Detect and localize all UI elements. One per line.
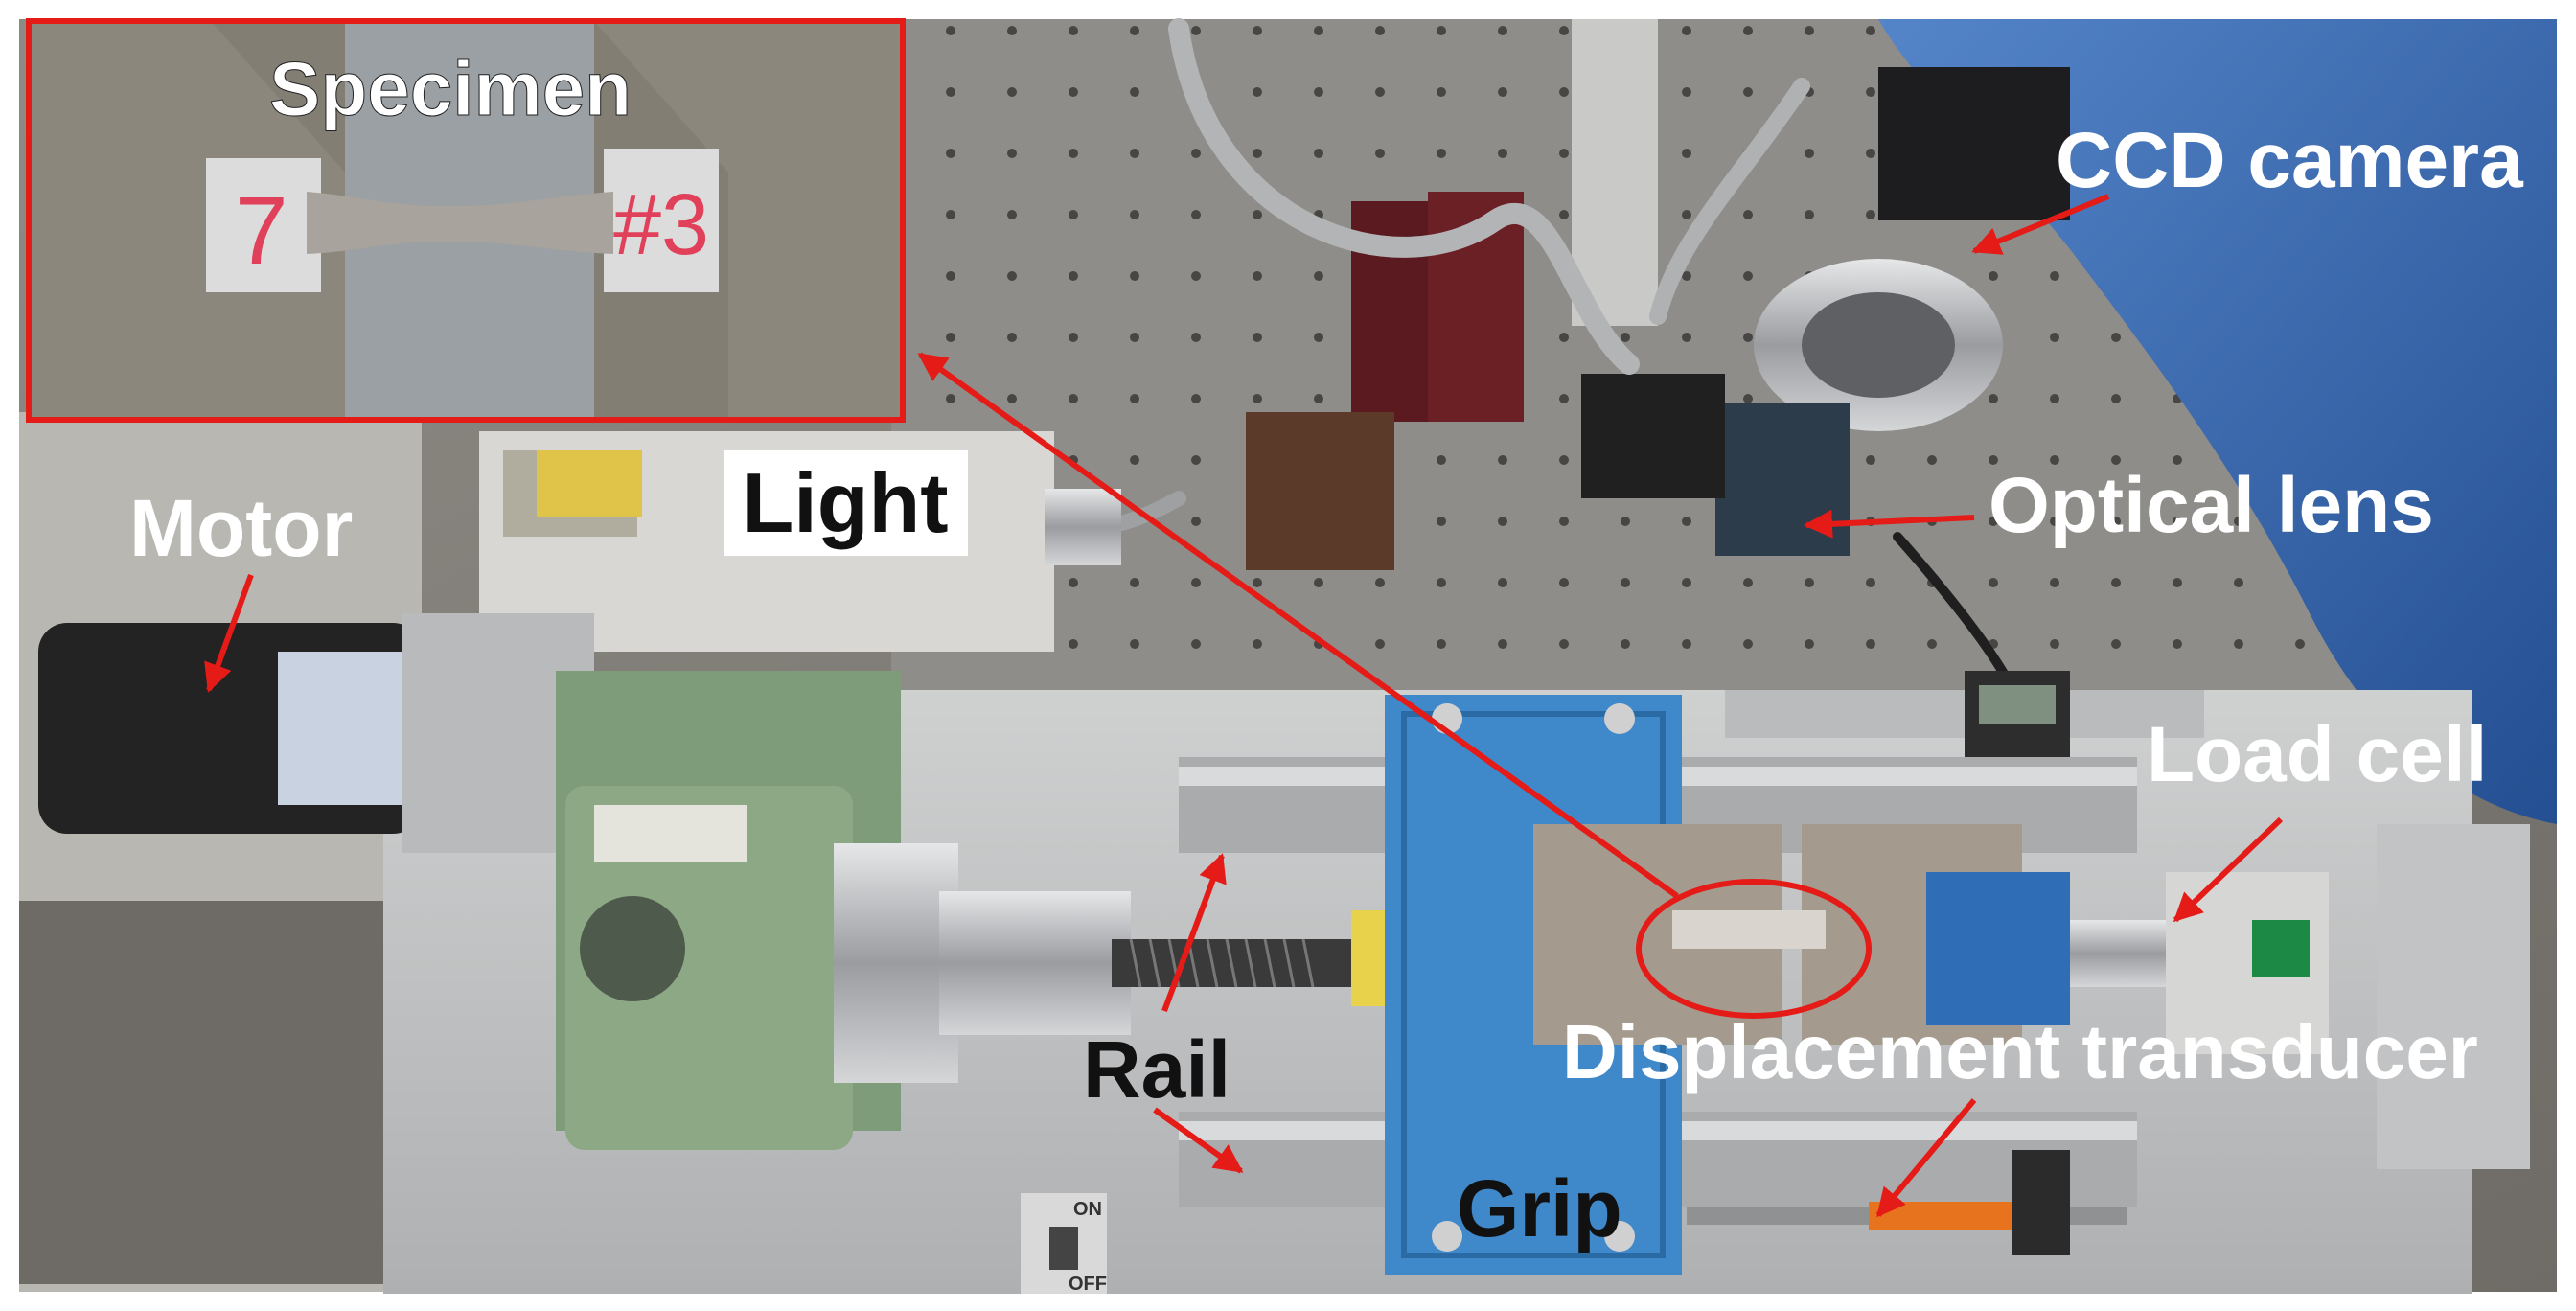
power-switch: ON OFF bbox=[1021, 1193, 1107, 1295]
specimen-inset: 7 #3 bbox=[26, 18, 906, 423]
arrow-displacement-transducer bbox=[1875, 1098, 1977, 1218]
switch-on-label: ON bbox=[1073, 1199, 1102, 1220]
arrow-rail-lower bbox=[1153, 1107, 1244, 1174]
arrow-optical-lens bbox=[1804, 509, 1975, 539]
jaws bbox=[1533, 824, 2022, 1045]
label-grip: Grip bbox=[1457, 1163, 1622, 1254]
motor bbox=[38, 613, 594, 853]
label-displacement-transducer: Displacement transducer bbox=[1562, 1009, 2478, 1094]
label-motor: Motor bbox=[129, 483, 353, 573]
load-cell-hardware bbox=[1926, 824, 2530, 1169]
arrow-load-cell bbox=[2173, 816, 2284, 923]
annotations bbox=[204, 194, 2284, 1218]
label-light: Light bbox=[742, 455, 948, 550]
specimen-highlight-circle bbox=[1636, 879, 1872, 1019]
label-rail: Rail bbox=[1083, 1024, 1230, 1115]
switch-off-label: OFF bbox=[1069, 1274, 1107, 1295]
transducer-rod bbox=[1687, 1150, 2128, 1255]
arrow-ccd-camera bbox=[1971, 194, 2110, 255]
light-label-box bbox=[724, 450, 968, 556]
label-ccd-camera: CCD camera bbox=[2056, 117, 2524, 204]
specimen-mark-right: #3 bbox=[613, 177, 709, 273]
label-load-cell: Load cell bbox=[2147, 711, 2487, 798]
arrow-motor bbox=[204, 573, 254, 693]
label-optical-lens: Optical lens bbox=[1989, 462, 2434, 549]
arrow-rail-upper bbox=[1162, 853, 1227, 1013]
caliper bbox=[1725, 671, 2204, 757]
camera-assembly bbox=[1572, 19, 2070, 556]
lead-screw bbox=[834, 843, 1399, 1083]
arrow-specimen-link bbox=[917, 352, 1679, 899]
specimen-mark-left: 7 bbox=[235, 177, 288, 285]
label-specimen: Specimen bbox=[269, 46, 632, 131]
